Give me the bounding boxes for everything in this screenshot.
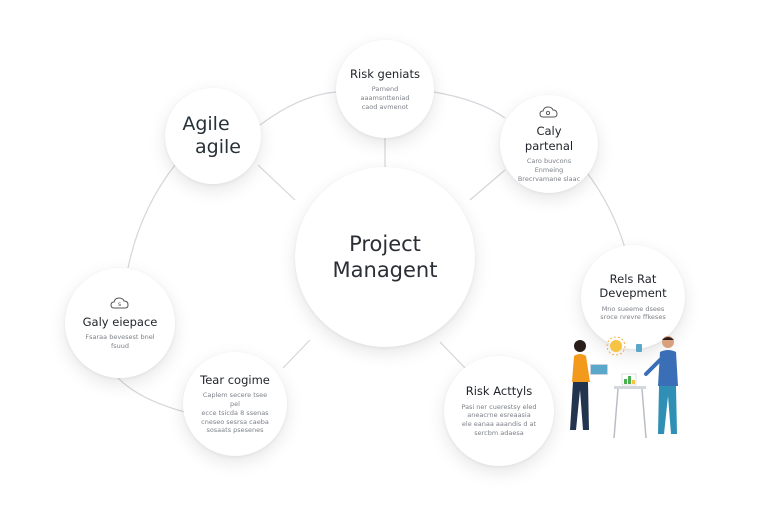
- node-description: Caplem secere tsee pel ecce tsicda 8 sse…: [197, 391, 273, 435]
- agile-title-line2: agile: [195, 136, 241, 158]
- risk-geniats-node: Risk geniats Parnend aaamsntteniad caod …: [336, 40, 434, 138]
- node-description: Caro buvcons Enmeing Brecrvamane slaac: [514, 157, 584, 183]
- node-desc-line: Caro buvcons Enmeing: [526, 157, 572, 174]
- node-desc-line: Fsaraa bevesest bnel: [85, 333, 155, 342]
- node-description: Fsaraa bevesest bnel fsuud: [85, 333, 154, 351]
- node-title: Risk Acttyls: [465, 384, 533, 399]
- svg-text:s: s: [118, 301, 121, 308]
- node-title-line2: Devepment: [599, 286, 667, 301]
- rels-rat-node: Rels Rat Devepment Mno sueeme dsees sroc…: [581, 245, 685, 349]
- node-title: Risk geniats: [350, 66, 420, 81]
- node-desc-line: Brecrvamane slaac: [517, 174, 581, 183]
- center-title-line1: Project: [349, 231, 421, 256]
- node-desc-line: caod avmenot: [361, 102, 409, 111]
- node-desc-line: Pasi ner cuerestsy eled: [461, 402, 537, 411]
- outer-ring-connector: [259, 91, 337, 126]
- center-title-line2: Managent: [332, 258, 438, 282]
- node-description: Pasi ner cuerestsy eled aneacrne esreaas…: [461, 403, 536, 438]
- node-desc-line: cneseo sesrsa caeba: [201, 417, 269, 426]
- node-title: Tear cogime: [200, 372, 270, 387]
- spoke-connector: [282, 339, 311, 369]
- node-title: Caly partenal: [524, 124, 574, 153]
- spoke-connector: [469, 169, 506, 201]
- outer-ring-connector: [117, 377, 186, 413]
- person-right: [644, 336, 678, 434]
- risk-acttyls-node: Risk Acttyls Pasi ner cuerestsy eled ane…: [444, 356, 554, 466]
- chat-bubble-icon: [636, 344, 642, 352]
- node-desc-line: Parnend aaamsntteniad: [360, 85, 410, 102]
- node-description: Parnend aaamsntteniad caod avmenot: [350, 85, 420, 111]
- node-desc-line: aneacrne esreaasia: [467, 411, 531, 420]
- center-node: Project Managent: [295, 167, 475, 347]
- node-desc-line: Caplem secere tsee pel: [202, 391, 268, 409]
- team-illustration: [570, 336, 678, 439]
- node-desc-line: Mno sueeme dsees: [601, 304, 665, 313]
- cloud-head-icon: [539, 106, 558, 118]
- spoke-connector: [439, 341, 466, 369]
- node-desc-line: fsuud: [110, 342, 130, 351]
- node-description: Mno sueeme dsees sroce nrevre ffkeses: [600, 305, 665, 323]
- node-desc-line: ecce tsicda 8 ssenas: [201, 408, 269, 417]
- agile-node: Agile agile: [165, 88, 261, 184]
- node-title: Galy eiepace: [82, 315, 158, 330]
- agile-title-line1: Agile: [182, 113, 230, 136]
- outer-ring-connector: [584, 169, 626, 249]
- person-left: [570, 340, 608, 430]
- node-desc-line: sercbm adaesa: [474, 428, 524, 437]
- node-title-line1: Rels Rat: [609, 271, 657, 286]
- cloud-head-icon: s: [110, 297, 129, 309]
- standing-desk: [613, 373, 647, 439]
- caly-partenal-node: Caly partenal Caro buvcons Enmeing Brecr…: [500, 95, 598, 193]
- spoke-connector: [257, 164, 296, 201]
- node-desc-line: sosaats psesenes: [206, 426, 264, 435]
- node-desc-line: ele eanaa aaandis d at: [461, 420, 537, 429]
- outer-ring-connector: [127, 164, 176, 269]
- outer-ring-connector: [433, 91, 506, 119]
- node-desc-line: sroce nrevre ffkeses: [600, 313, 666, 322]
- idea-bulb-icon: [606, 336, 626, 356]
- tear-cogime-node: Tear cogime Caplem secere tsee pel ecce …: [183, 352, 287, 456]
- gaely-eiepace-node: s Galy eiepace Fsaraa bevesest bnel fsuu…: [65, 268, 175, 378]
